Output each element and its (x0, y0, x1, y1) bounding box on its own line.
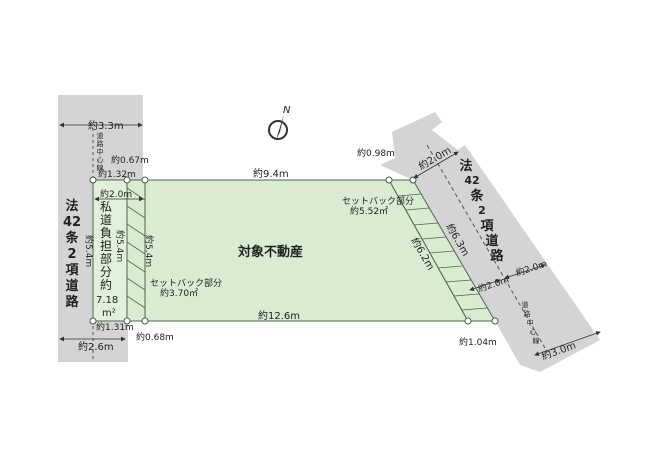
svg-text:分: 分 (100, 265, 112, 279)
right-setback-bottom: 約1.04m (459, 336, 497, 348)
svg-text:条: 条 (65, 230, 79, 246)
left-setback-top: 約0.67m (111, 154, 149, 166)
left-len: 約5.4m (83, 235, 95, 267)
svg-text:担: 担 (100, 239, 112, 253)
svg-text:道: 道 (100, 213, 112, 227)
svg-text:部: 部 (100, 251, 112, 266)
left-center-line-label: 道路 中心 線 (97, 131, 104, 172)
right-setback-top: 約0.98m (357, 147, 395, 159)
left-setback-hatch (126, 187, 146, 309)
left-setback (126, 179, 146, 322)
right-center-line-label: 道路 中心 線 (522, 300, 540, 345)
svg-text:道: 道 (65, 278, 78, 294)
plot-bottom-length: 約12.6m (258, 309, 300, 322)
svg-text:心: 心 (97, 156, 104, 164)
private-road-top: 約1.32m (98, 168, 136, 180)
left-road-width-bottom: 約2.6m (78, 340, 114, 353)
svg-text:私: 私 (100, 200, 112, 214)
svg-text:負: 負 (100, 226, 112, 240)
svg-text:中: 中 (527, 318, 534, 327)
left-setback-bottom: 約0.68m (136, 331, 174, 343)
svg-text:条: 条 (470, 188, 484, 204)
svg-text:道: 道 (485, 233, 498, 249)
left-road-width-top: 約3.3m (88, 119, 124, 132)
svg-text:路: 路 (524, 309, 531, 318)
dimension-arrows (59, 122, 601, 356)
right-setback-area: 約5.52㎡ (350, 205, 388, 217)
svg-text:路: 路 (65, 294, 79, 310)
right-road-name: 法42 条2 項道 路 (459, 158, 504, 264)
svg-text:約: 約 (100, 277, 112, 292)
svg-text:道: 道 (522, 300, 529, 309)
svg-text:42: 42 (63, 215, 81, 230)
svg-text:線: 線 (97, 163, 104, 172)
svg-text:路: 路 (97, 139, 104, 148)
north-label: N (283, 105, 291, 116)
svg-text:2: 2 (478, 204, 486, 217)
svg-text:路: 路 (490, 248, 504, 264)
svg-text:法: 法 (459, 158, 472, 174)
svg-text:中: 中 (97, 147, 104, 156)
private-road-area-unit: m² (102, 308, 116, 319)
corner-markers (89, 176, 499, 325)
svg-text:項: 項 (480, 219, 494, 234)
left-setback-area: 約3.70㎡ (160, 287, 198, 299)
mid-len: 約5.4m (114, 230, 126, 262)
private-road-area (92, 179, 128, 322)
svg-text:線: 線 (533, 336, 540, 345)
svg-text:道: 道 (97, 131, 104, 140)
svg-text:2: 2 (67, 247, 76, 262)
svg-text:42: 42 (464, 174, 479, 187)
right-setback-label: セットバック部分 (342, 195, 414, 207)
plot-title: 対象不動産 (237, 244, 303, 260)
left-setback-label: セットバック部分 (150, 277, 222, 289)
left-road-name: 法42 条2 項道 路 (63, 198, 81, 310)
right-len: 約5.4m (143, 235, 155, 267)
private-road-bottom: 約1.31m (96, 321, 134, 333)
svg-text:心: 心 (530, 328, 537, 336)
private-road-label: 私道 負担 部分 約 (100, 200, 112, 292)
svg-text:法: 法 (65, 198, 78, 214)
plot-top-length: 約9.4m (253, 167, 289, 180)
svg-text:項: 項 (65, 263, 79, 278)
private-road-area-value: 7.18 (96, 295, 118, 306)
north-arrow-icon: N (268, 105, 291, 140)
right-setback-hatch (397, 193, 488, 311)
private-road-width: 約2.0m (100, 188, 132, 200)
